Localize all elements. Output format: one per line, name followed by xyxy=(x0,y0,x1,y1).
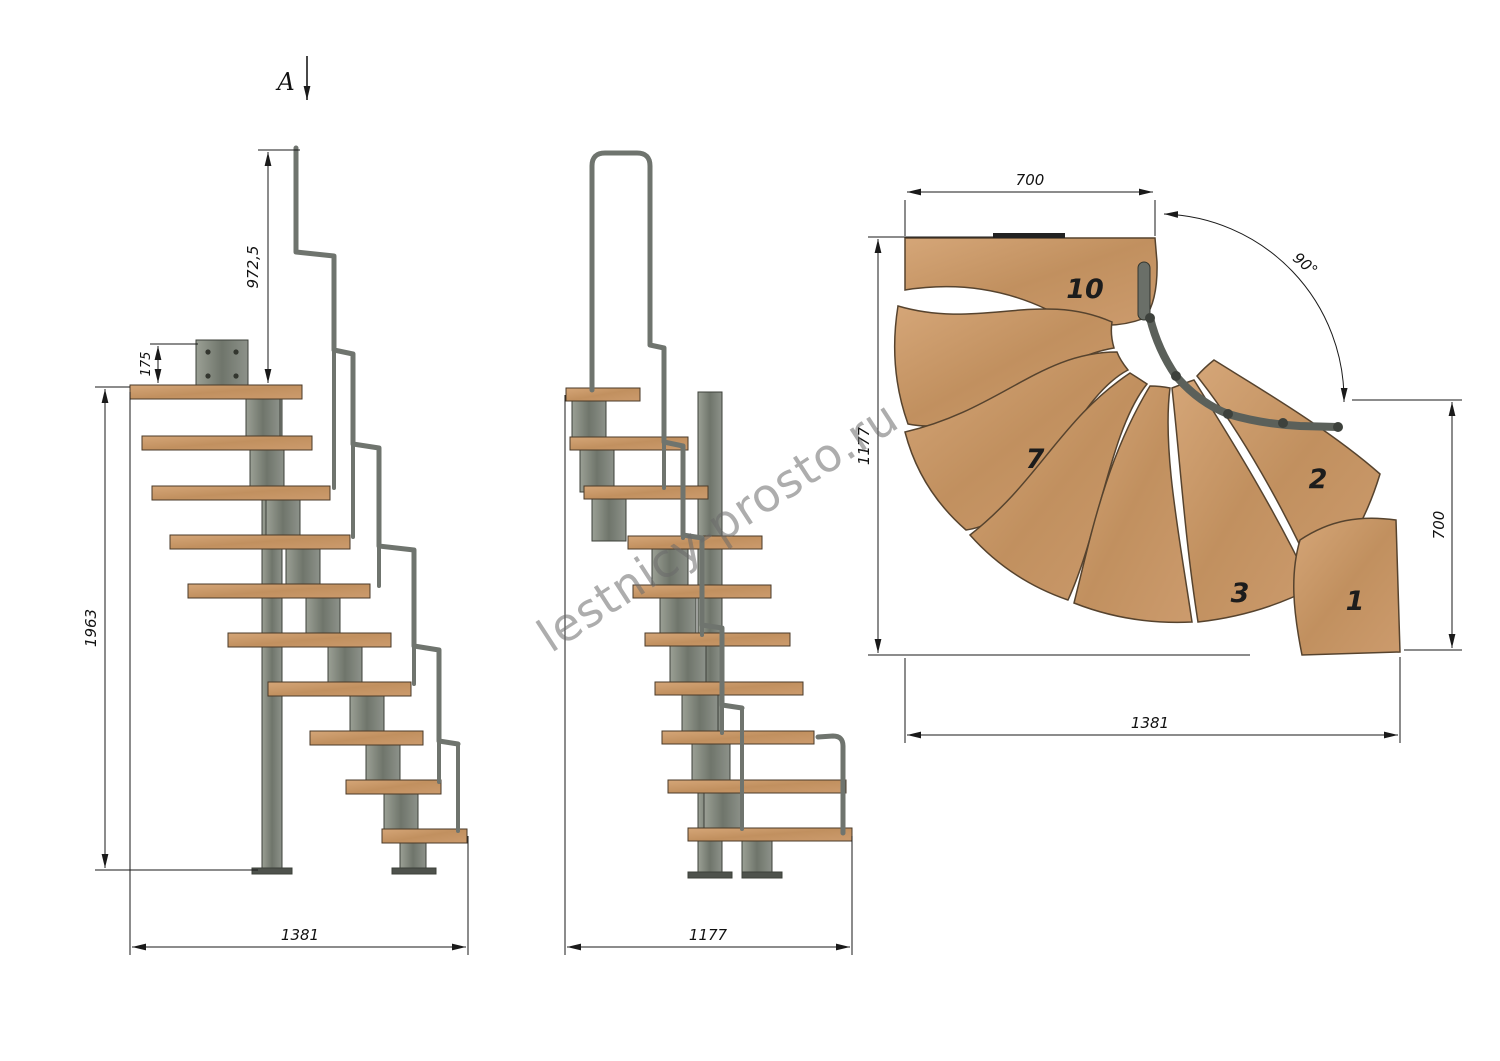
tread xyxy=(129,384,303,400)
tread xyxy=(187,583,371,599)
tread xyxy=(267,681,412,697)
handrail-post xyxy=(1137,261,1151,321)
tread xyxy=(644,632,791,647)
dim-front-run: 1177 xyxy=(689,926,728,944)
step-number-1: 1 xyxy=(1346,586,1365,617)
column-foot xyxy=(251,867,293,875)
plate-bolts xyxy=(205,349,239,379)
step-number-10: 10 xyxy=(1066,274,1104,305)
dim-plan-top: 700 xyxy=(1016,171,1045,189)
wall-mount-plate xyxy=(195,339,249,387)
tread xyxy=(227,632,392,648)
tread xyxy=(661,730,815,745)
tread xyxy=(569,436,689,451)
dim-side-run: 1381 xyxy=(281,926,319,944)
side-view-dimensions xyxy=(95,149,469,955)
support-foot xyxy=(741,871,783,879)
side-view: 972,5 175 1963 1381 xyxy=(82,145,469,955)
dim-total-height: 1963 xyxy=(82,609,100,647)
dim-plan-left: 1177 xyxy=(855,426,873,465)
dim-handrail-height: 972,5 xyxy=(244,246,262,289)
section-label-a: A xyxy=(275,68,294,96)
landing-mount-bar xyxy=(993,233,1065,238)
tread xyxy=(893,305,1115,427)
tread xyxy=(904,351,1130,531)
tread xyxy=(667,779,847,794)
front-view-handrail xyxy=(589,150,846,836)
step-number-3: 3 xyxy=(1231,578,1250,609)
tread xyxy=(583,485,709,500)
tread-7 xyxy=(968,372,1149,601)
tread xyxy=(381,828,468,844)
tread xyxy=(141,435,313,451)
tread xyxy=(687,827,853,842)
plan-dimensions xyxy=(868,188,1462,743)
column-foot xyxy=(687,871,733,879)
dim-plan-angle: 90° xyxy=(1289,249,1321,280)
side-view-treads xyxy=(129,384,468,844)
tread xyxy=(654,681,804,696)
tread xyxy=(345,779,442,795)
front-view: 1177 xyxy=(564,150,853,955)
section-marker: A xyxy=(275,56,311,100)
step-number-7: 7 xyxy=(1026,444,1045,475)
front-view-dimensions xyxy=(564,395,853,955)
dim-plan-right: 700 xyxy=(1430,511,1448,540)
tread xyxy=(151,485,331,501)
side-view-handrail xyxy=(293,145,461,833)
dim-plan-bottom: 1381 xyxy=(1131,714,1169,732)
tread xyxy=(309,730,424,746)
dim-plate-height: 175 xyxy=(139,352,154,377)
front-view-treads xyxy=(565,387,853,842)
plan-view: 10 7 2 3 1 700 90° 1177 700 1381 xyxy=(855,171,1462,743)
step-number-2: 2 xyxy=(1309,464,1328,495)
support-foot xyxy=(391,867,437,875)
tread-1 xyxy=(1293,517,1401,656)
tread xyxy=(565,387,641,402)
tread xyxy=(169,534,351,550)
